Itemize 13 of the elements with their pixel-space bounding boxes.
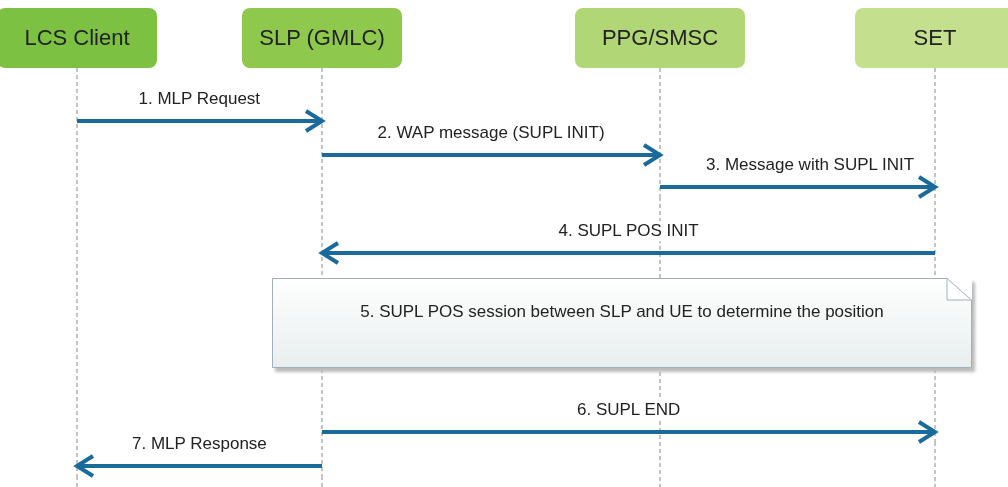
lifeline-header: SET: [855, 8, 1008, 68]
message-label: 4. SUPL POS INIT: [555, 221, 702, 241]
lifeline-header: PPG/SMSC: [575, 8, 745, 68]
note-text: 5. SUPL POS session between SLP and UE to determine the position: [359, 301, 885, 323]
lifeline-header: SLP (GMLC): [242, 8, 402, 68]
message-arrow: [322, 420, 937, 444]
message-arrow: [75, 454, 322, 478]
message-arrow: [77, 109, 324, 133]
message-arrow: [320, 241, 935, 265]
message-arrow: [660, 175, 937, 199]
note-box: [272, 278, 972, 368]
message-arrow: [322, 143, 662, 167]
lifeline-header: LCS Client: [0, 8, 157, 68]
